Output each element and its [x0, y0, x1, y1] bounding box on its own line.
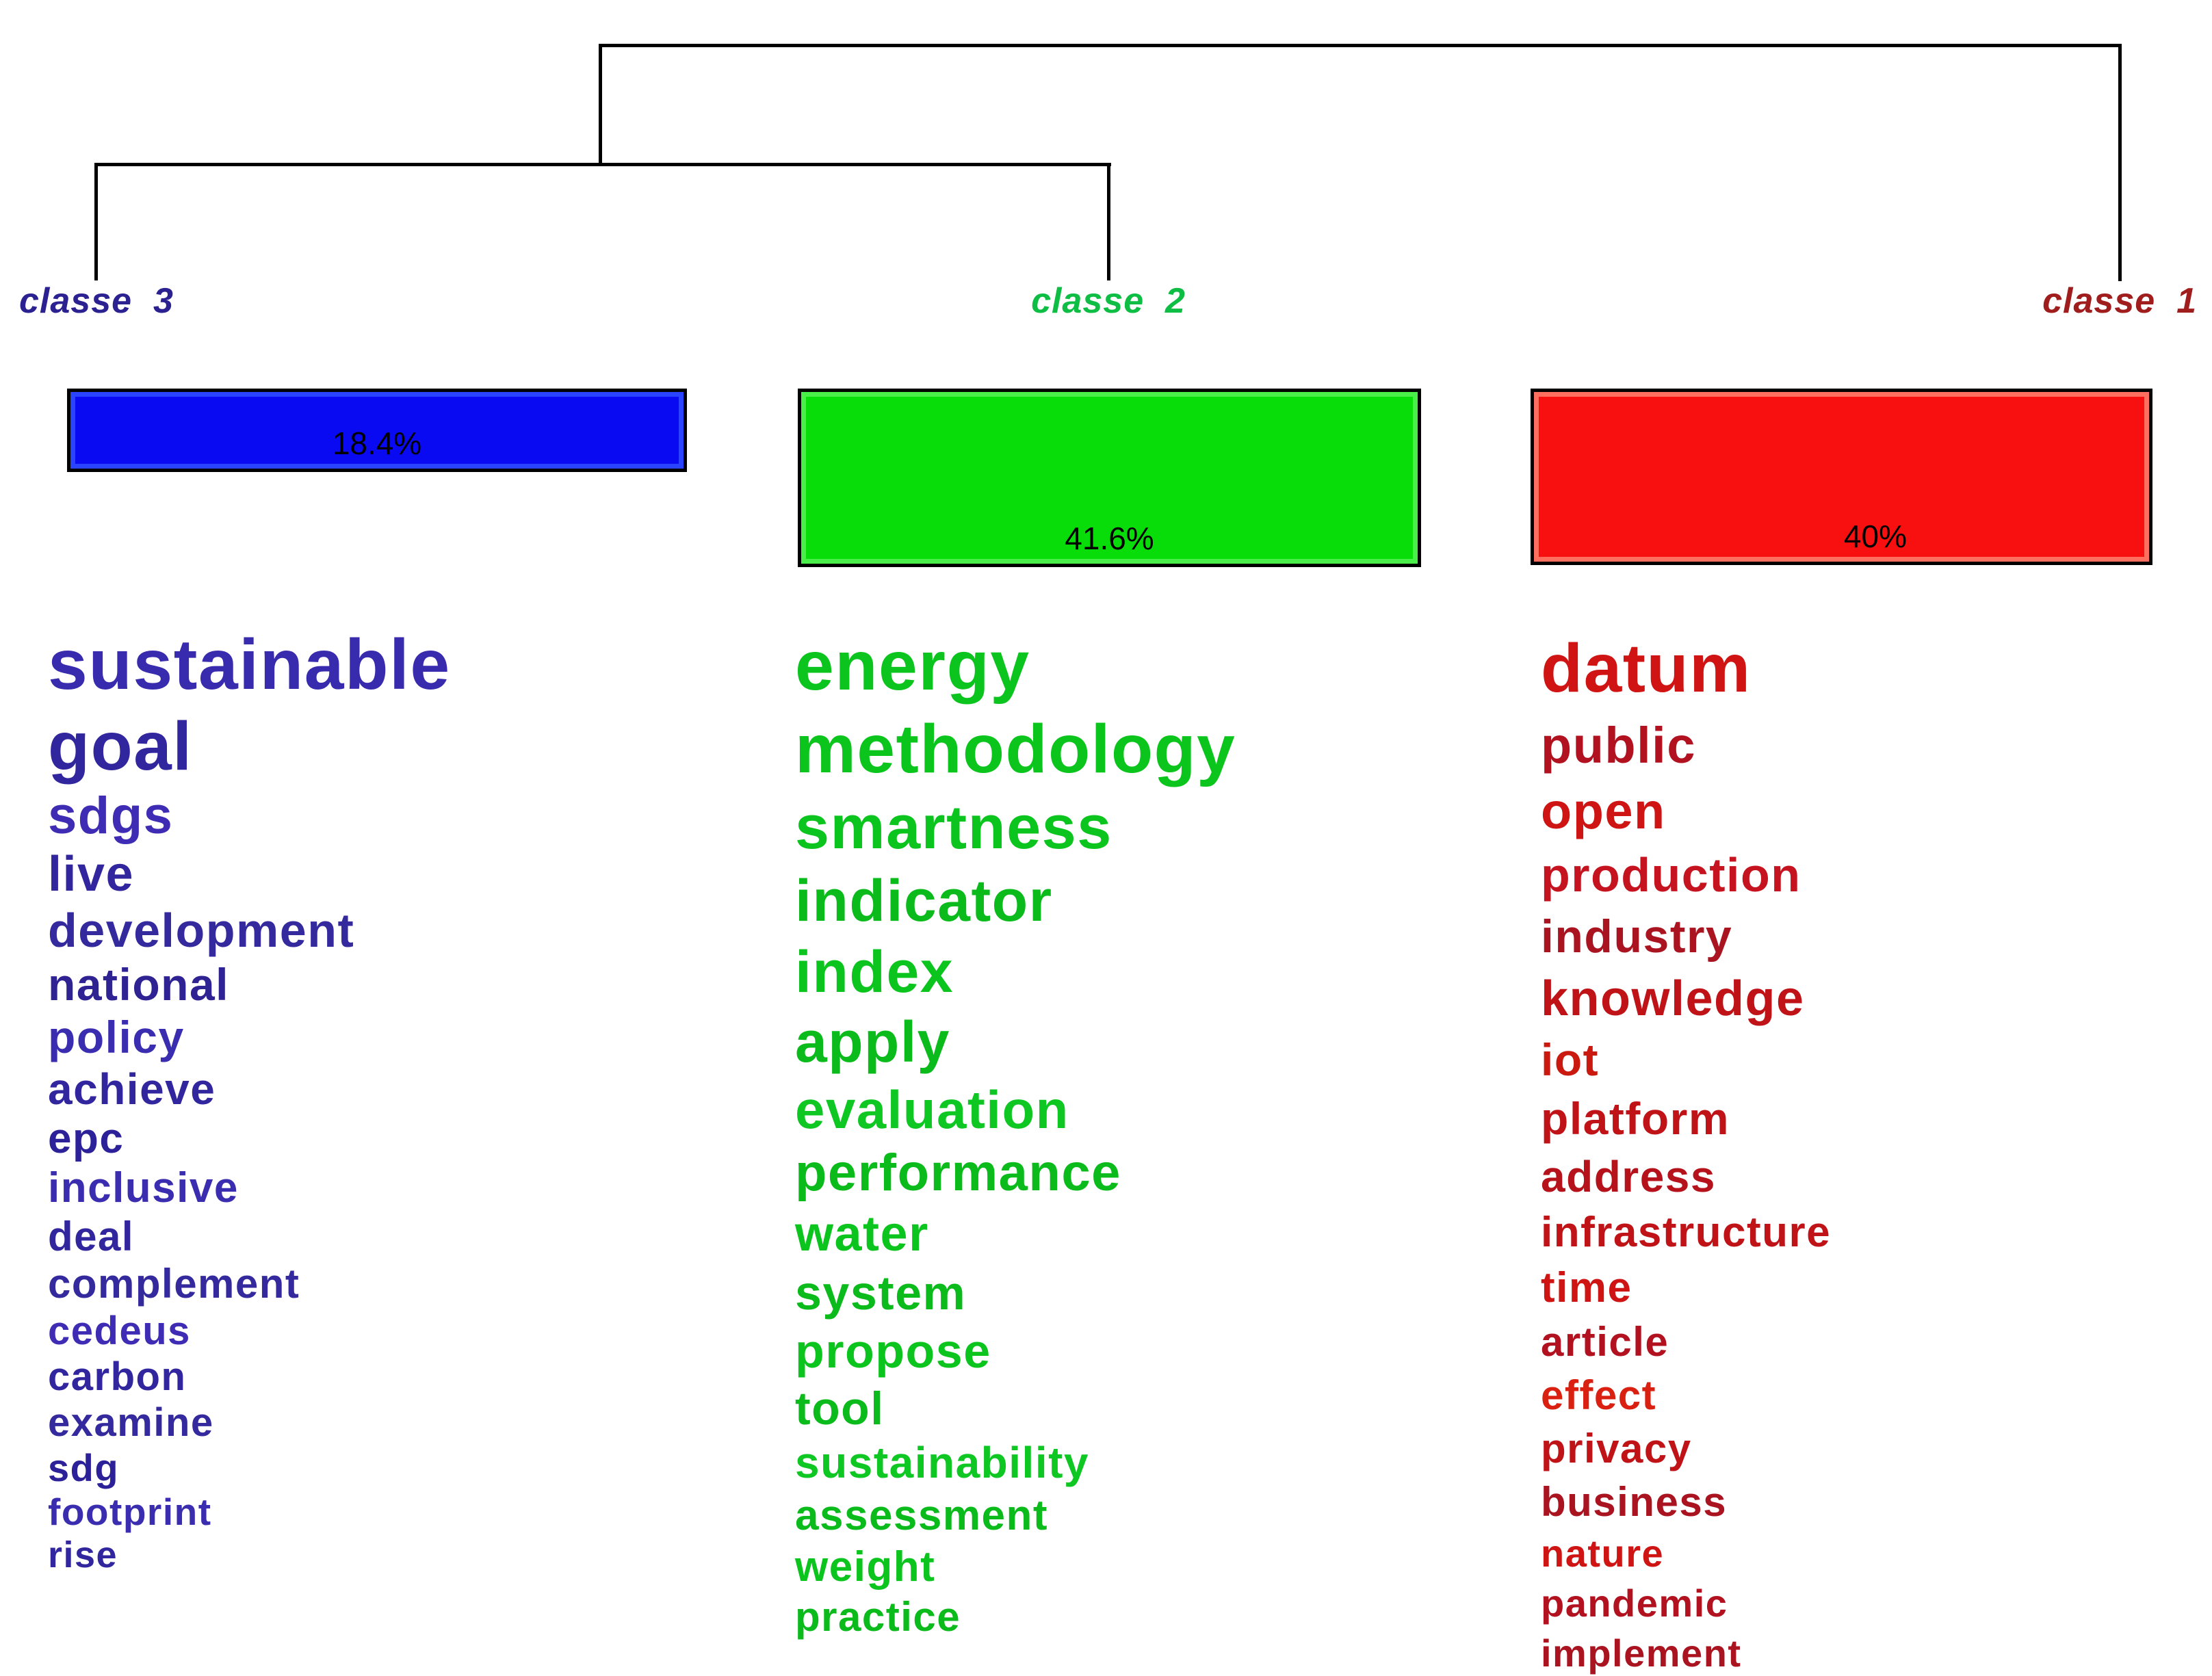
word: tool	[795, 1382, 885, 1435]
word: energy	[795, 627, 1030, 705]
classe-1-label: classe 1	[2042, 281, 2197, 321]
word: weight	[795, 1543, 936, 1590]
word: sustainability	[795, 1438, 1089, 1488]
word: address	[1541, 1151, 1716, 1201]
word: time	[1541, 1263, 1632, 1311]
word: implement	[1541, 1631, 1742, 1675]
word: national	[48, 959, 230, 1010]
word: iot	[1541, 1034, 1600, 1086]
word: deal	[48, 1213, 135, 1259]
word: public	[1541, 717, 1696, 774]
word: live	[48, 846, 135, 902]
word: production	[1541, 848, 1801, 902]
classe-1-percentage-bar: 40%	[1531, 389, 2152, 565]
word: platform	[1541, 1093, 1730, 1144]
word: propose	[795, 1324, 991, 1378]
word: apply	[795, 1010, 950, 1075]
word: index	[795, 939, 954, 1006]
word: industry	[1541, 911, 1733, 963]
word: infrastructure	[1541, 1209, 1832, 1257]
word: article	[1541, 1319, 1669, 1365]
word: water	[795, 1207, 929, 1262]
word: evaluation	[795, 1079, 1069, 1140]
word: practice	[795, 1593, 961, 1640]
word: system	[795, 1266, 967, 1320]
word: sdgs	[48, 786, 174, 845]
word: privacy	[1541, 1426, 1692, 1472]
word: indicator	[795, 868, 1053, 934]
classe-2-label: classe 2	[1031, 281, 1186, 321]
dendrogram-classe-3-leaf-line	[94, 163, 98, 280]
word: smartness	[795, 794, 1112, 863]
word: performance	[795, 1144, 1121, 1203]
classe-2-percentage-value: 41.6%	[1065, 521, 1154, 556]
classe-3-label: classe 3	[19, 281, 174, 321]
word: open	[1541, 783, 1666, 840]
dendrogram-second-horizontal-line	[94, 163, 1111, 166]
dendrogram-top-junction-vertical-line	[599, 44, 602, 166]
word: policy	[48, 1012, 185, 1063]
word: carbon	[48, 1354, 187, 1400]
word: sdg	[48, 1445, 120, 1489]
word: effect	[1541, 1372, 1657, 1419]
word: cedeus	[48, 1308, 191, 1353]
word: knowledge	[1541, 971, 1805, 1026]
dendrogram-top-horizontal-line	[599, 44, 2121, 47]
word: sustainable	[48, 625, 451, 705]
word: business	[1541, 1479, 1728, 1526]
word: examine	[48, 1400, 214, 1445]
word: inclusive	[48, 1164, 239, 1212]
classe-3-percentage-value: 18.4%	[332, 425, 422, 461]
dendrogram-classe-2-leaf-line	[1107, 163, 1110, 280]
word: nature	[1541, 1532, 1665, 1575]
word: methodology	[795, 711, 1236, 788]
classe-2-percentage-bar: 41.6%	[798, 389, 1421, 567]
word: assessment	[795, 1491, 1049, 1539]
word: footprint	[48, 1490, 212, 1533]
word: rise	[48, 1534, 118, 1576]
word: pandemic	[1541, 1582, 1728, 1625]
word: achieve	[48, 1064, 216, 1114]
word: development	[48, 904, 355, 958]
classe-1-word-list: datum public open production industry knowled…	[1541, 624, 1831, 1676]
word: goal	[48, 707, 193, 785]
classe-3-percentage-bar: 18.4%	[67, 389, 687, 472]
word: epc	[48, 1114, 125, 1162]
word: complement	[48, 1261, 300, 1307]
word: datum	[1541, 630, 1752, 707]
dendrogram-classe-1-leaf-line	[2118, 44, 2122, 281]
classe-1-percentage-value: 40%	[1843, 519, 1907, 554]
